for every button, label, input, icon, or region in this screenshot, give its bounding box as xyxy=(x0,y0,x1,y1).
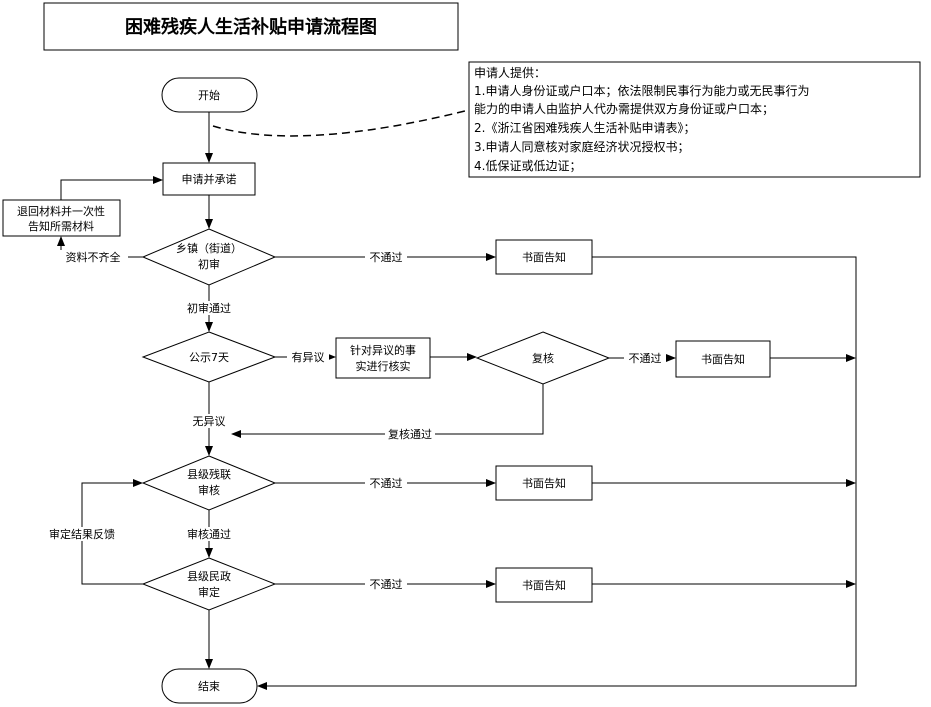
connectors xyxy=(57,112,857,690)
title-box: 困难残疾人生活补贴申请流程图 xyxy=(43,2,459,51)
note-connector xyxy=(212,109,470,137)
arrow-return-apply xyxy=(60,176,163,200)
start-label: 开始 xyxy=(198,88,220,102)
label-no-objection: 无异议 xyxy=(193,415,226,428)
end-label: 结束 xyxy=(198,680,220,693)
return-label-1: 退回材料并一次性 xyxy=(17,204,105,218)
county-dpf-label-2: 审核 xyxy=(198,483,220,497)
verify-objection-node: 针对异议的事 实进行核实 xyxy=(335,337,431,379)
label-reject-1: 不通过 xyxy=(370,251,403,264)
note-line-4: 3.申请人同意核对家庭经济状况授权书； xyxy=(474,139,689,154)
arrow-recheck-pass xyxy=(231,384,544,438)
notice-label-1: 书面告知 xyxy=(522,250,566,264)
label-incomplete: 资料不齐全 xyxy=(66,250,121,264)
county-civil-label-1: 县级民政 xyxy=(187,569,231,583)
arrow-rail-end xyxy=(257,256,857,690)
label-feedback: 审定结果反馈 xyxy=(49,527,115,541)
end-node: 结束 xyxy=(161,668,258,704)
edge-labels: 资料不齐全 不通过 初审通过 有异议 不通过 无异议 复核通过 不通过 审核通过… xyxy=(46,250,666,591)
label-reject-4: 不通过 xyxy=(370,578,403,591)
label-first-pass: 初审通过 xyxy=(187,301,231,315)
return-materials-node: 退回材料并一次性 告知所需材料 xyxy=(2,199,121,237)
return-label-2: 告知所需材料 xyxy=(28,219,94,233)
notice-box-3: 书面告知 xyxy=(495,465,593,501)
town-label-2: 初审 xyxy=(198,257,220,271)
note-line-2: 能力的申请人由监护人代办需提供双方身份证或户口本； xyxy=(474,101,774,116)
label-review-pass: 审核通过 xyxy=(187,527,231,541)
verify-label-1: 针对异议的事 xyxy=(350,343,416,357)
note-heading: 申请人提供： xyxy=(474,65,546,80)
apply-label: 申请并承诺 xyxy=(182,172,237,186)
county-dpf-label-1: 县级残联 xyxy=(187,467,231,481)
start-node: 开始 xyxy=(161,77,258,113)
notice-label-3: 书面告知 xyxy=(522,476,566,490)
note-line-3: 2.《浙江省困难残疾人生活补贴申请表》； xyxy=(474,120,695,135)
verify-label-2: 实进行核实 xyxy=(356,359,411,373)
notice-box-2: 书面告知 xyxy=(675,340,771,378)
notice-box-4: 书面告知 xyxy=(495,567,593,603)
county-civil-label-2: 审定 xyxy=(198,585,220,599)
publicity-node: 公示7天 xyxy=(141,331,277,383)
county-civil-approval-node: 县级民政 审定 xyxy=(141,557,277,611)
town-review-node: 乡镇（街道） 初审 xyxy=(141,228,277,286)
county-dpf-review-node: 县级残联 审核 xyxy=(141,455,277,511)
notice-label-4: 书面告知 xyxy=(522,578,566,592)
label-reject-3: 不通过 xyxy=(370,477,403,490)
label-reject-2: 不通过 xyxy=(629,352,662,365)
requirements-note: 申请人提供： 1.申请人身份证或户口本；依法限制民事行为能力或无民事行为 能力的… xyxy=(468,61,921,178)
page-title: 困难残疾人生活补贴申请流程图 xyxy=(125,16,377,38)
label-objection: 有异议 xyxy=(292,350,325,364)
note-line-5: 4.低保证或低边证； xyxy=(474,159,581,173)
town-label-1: 乡镇（街道） xyxy=(176,241,242,255)
recheck-label: 复核 xyxy=(532,351,554,365)
recheck-node: 复核 xyxy=(475,331,611,385)
notice-label-2: 书面告知 xyxy=(701,352,745,366)
notice-box-1: 书面告知 xyxy=(495,239,593,275)
publicity-label: 公示7天 xyxy=(189,351,229,364)
label-recheck-pass: 复核通过 xyxy=(388,427,432,441)
apply-node: 申请并承诺 xyxy=(162,162,256,196)
note-line-1: 1.申请人身份证或户口本；依法限制民事行为能力或无民事行为 xyxy=(474,83,809,98)
